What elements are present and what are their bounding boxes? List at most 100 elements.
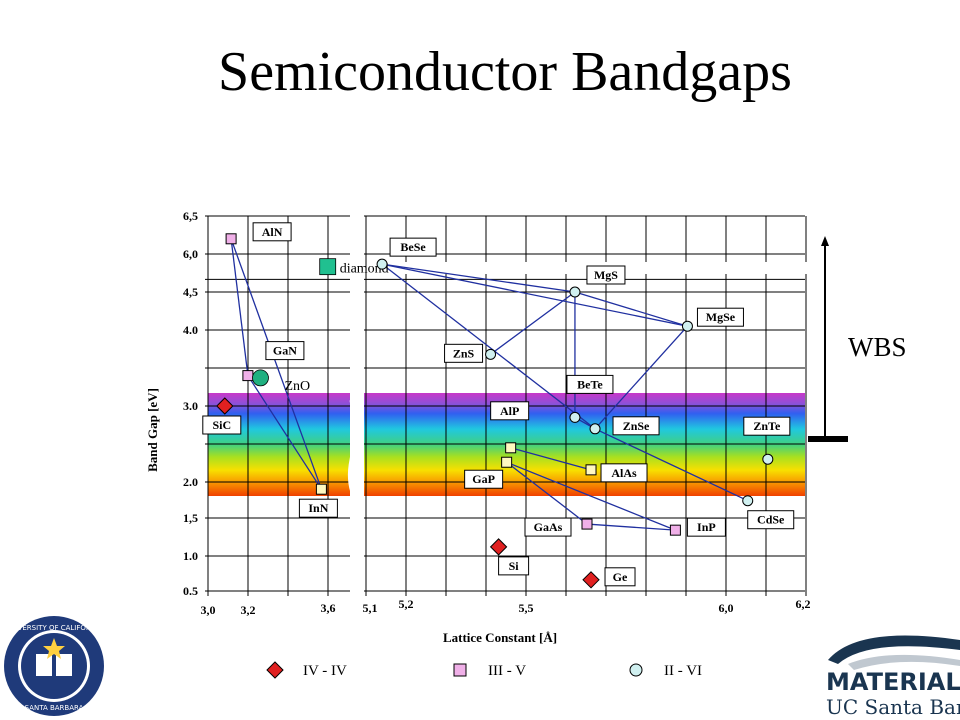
label-box xyxy=(252,222,292,242)
marker-iii-v xyxy=(225,233,237,245)
material-label: diamond xyxy=(340,262,389,277)
y-axis-label: Band Gap [eV] xyxy=(145,388,160,472)
label-box xyxy=(444,343,484,363)
marker-ii-vi xyxy=(589,423,601,435)
connection-line xyxy=(574,291,688,327)
label-box xyxy=(464,469,504,489)
material-label: CdSe xyxy=(757,513,785,527)
material-label: AlN xyxy=(262,225,283,239)
material-label: Ge xyxy=(613,570,628,584)
label-box xyxy=(524,517,572,537)
x-tick-label: 3,0 xyxy=(201,603,216,617)
label-box xyxy=(202,415,242,435)
connection-line xyxy=(247,375,322,490)
label-box xyxy=(612,416,660,436)
connection-line xyxy=(506,461,588,525)
material-label: SiC xyxy=(212,418,231,432)
marker-iii-v xyxy=(585,464,597,476)
x-tick-label: 5,2 xyxy=(399,597,414,611)
label-box xyxy=(586,265,626,285)
y-tick-label: 1.0 xyxy=(183,549,198,563)
marker-iii-v xyxy=(669,524,681,536)
connection-line xyxy=(230,238,323,490)
x-axis-label: Lattice Constant [Å] xyxy=(443,630,557,645)
material-label: Si xyxy=(509,559,520,573)
material-label: MgSe xyxy=(706,310,736,324)
material-label: AlAs xyxy=(611,466,637,480)
label-box xyxy=(686,517,726,537)
marker-ii-vi xyxy=(376,258,388,270)
marker-iii-v xyxy=(242,370,254,382)
connection-line xyxy=(381,263,576,293)
label-box xyxy=(743,416,791,436)
marker-ii-vi xyxy=(742,495,754,507)
svg-text:UNIVERSITY OF CALIFORNIA: UNIVERSITY OF CALIFORNIA xyxy=(5,624,103,632)
label-box xyxy=(566,374,614,394)
x-tick-label: 6,2 xyxy=(796,597,811,611)
svg-text:MATERIALS: MATERIALS xyxy=(826,668,960,696)
svg-text:UC Santa Barbara: UC Santa Barbara xyxy=(826,695,960,719)
marker-ii-vi xyxy=(569,286,581,298)
y-tick-label: 1,5 xyxy=(183,511,198,525)
connection-line xyxy=(381,263,596,430)
x-tick-label: 5,5 xyxy=(519,601,534,615)
connection-lines xyxy=(230,238,749,531)
legend-label: II - VI xyxy=(664,663,702,679)
connection-line xyxy=(381,263,688,327)
material-label: ZnTe xyxy=(753,419,781,433)
materials-ucsb-logo: MATERIALS UC Santa Barbara xyxy=(826,635,960,719)
wbs-bracket xyxy=(808,236,848,442)
label-box xyxy=(696,307,744,327)
legend-marker-iii-v xyxy=(453,663,467,677)
material-label: BeSe xyxy=(400,240,426,254)
connection-line xyxy=(594,428,749,502)
material-label: MgS xyxy=(594,268,618,282)
y-tick-label: 0.5 xyxy=(183,584,198,598)
legend-marker-iv-iv xyxy=(266,661,284,679)
x-tick-label: 3,2 xyxy=(241,603,256,617)
uc-seal-logo: UNIVERSITY OF CALIFORNIA SANTA BARBARA xyxy=(4,616,104,716)
marker-iii-v xyxy=(315,483,327,495)
connection-line xyxy=(490,291,576,355)
material-label: AlP xyxy=(500,404,519,418)
material-label: GaAs xyxy=(534,520,563,534)
marker-ii-vi xyxy=(569,411,581,423)
material-label: ZnS xyxy=(453,346,475,360)
marker-iv-iv xyxy=(216,397,234,415)
connection-line xyxy=(230,238,249,376)
marker-ii-vi xyxy=(681,320,693,332)
connection-line xyxy=(506,461,676,531)
marker-diamond-material xyxy=(319,258,337,276)
material-label: InN xyxy=(308,501,328,515)
connection-line xyxy=(586,523,676,531)
y-tick-label: 2.0 xyxy=(183,475,198,489)
legend-label: III - V xyxy=(488,663,526,679)
material-label: BeTe xyxy=(577,377,603,391)
material-label: GaN xyxy=(273,344,297,358)
label-box xyxy=(298,498,338,518)
wbs-label: WBS xyxy=(848,332,907,362)
label-box xyxy=(600,463,648,483)
label-box xyxy=(604,567,636,587)
marker-ii-vi xyxy=(485,348,497,360)
svg-text:SANTA BARBARA: SANTA BARBARA xyxy=(25,704,84,712)
marker-iii-v xyxy=(505,442,517,454)
axis-break-curve xyxy=(347,399,358,496)
slide-title: Semiconductor Bandgaps xyxy=(218,41,792,103)
marker-ii-vi xyxy=(762,453,774,465)
connection-line xyxy=(510,447,592,471)
y-tick-label: 4,5 xyxy=(183,285,198,299)
y-tick-label: 4.0 xyxy=(183,323,198,337)
connection-line xyxy=(594,325,688,430)
label-box xyxy=(490,401,530,421)
label-box xyxy=(747,510,795,530)
y-tick-label: 3.0 xyxy=(183,399,198,413)
axis-break-gap xyxy=(350,205,364,605)
marker-iii-v xyxy=(501,456,513,468)
material-label: ZnO xyxy=(285,379,311,394)
data-markers xyxy=(216,233,774,589)
x-tick-label: 3,6 xyxy=(321,601,336,615)
